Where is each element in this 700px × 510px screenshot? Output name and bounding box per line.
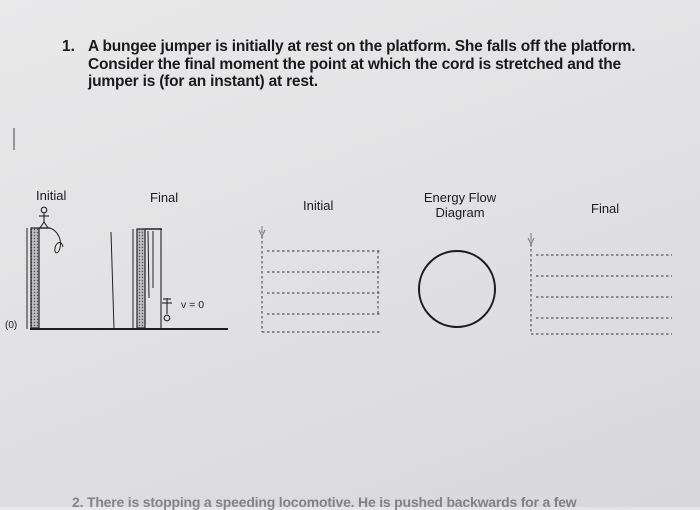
label-final-bar-chart: Final bbox=[591, 201, 620, 216]
label-initial-bar-chart: Initial bbox=[303, 198, 334, 213]
next-question-cutoff: 2. There is stopping a speeding locomoti… bbox=[72, 494, 577, 510]
initial-platform-tower bbox=[26, 227, 50, 329]
final-jumper-figure bbox=[162, 298, 172, 322]
final-bungee-cord bbox=[147, 230, 154, 299]
label-zero-level: (0) bbox=[5, 320, 18, 331]
initial-energy-bar-chart bbox=[261, 236, 382, 333]
label-initial-scene: Initial bbox=[36, 188, 67, 203]
label-energy-flow-diagram: Energy Flow Diagram bbox=[423, 190, 497, 220]
label-final-scene: Final bbox=[150, 190, 179, 205]
final-energy-bar-chart bbox=[530, 244, 672, 335]
energy-flow-circle bbox=[418, 250, 496, 328]
label-velocity-zero: v = 0 bbox=[181, 299, 205, 311]
final-platform-tower bbox=[110, 228, 162, 330]
question-number: 1. bbox=[62, 38, 75, 55]
initial-jumper-figure bbox=[39, 206, 49, 229]
final-chart-arrow-icon bbox=[527, 233, 535, 245]
initial-chart-arrow-icon bbox=[258, 226, 266, 237]
question-text: A bungee jumper is initially at rest on … bbox=[88, 38, 636, 90]
initial-bungee-cord bbox=[49, 227, 64, 254]
